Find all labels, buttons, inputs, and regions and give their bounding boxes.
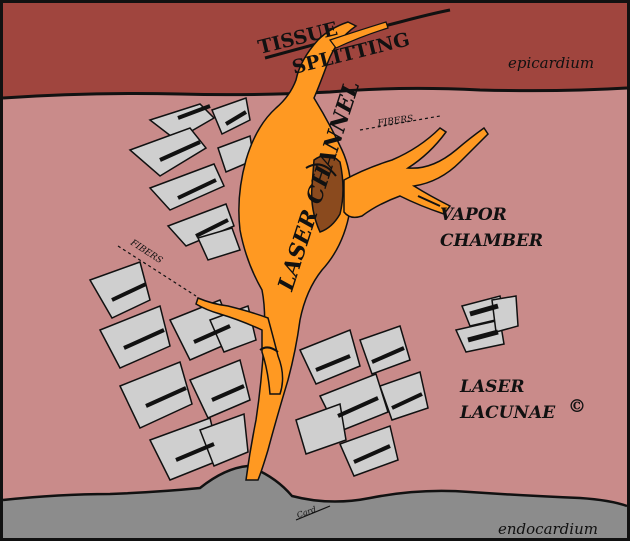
vapor-chamber-label-line1: VAPOR xyxy=(440,205,507,225)
endocardium-label: endocardium xyxy=(498,520,598,538)
laser-lacunae-label-line2: LACUNAE xyxy=(459,403,556,423)
laser-lacunae-label-line1: LASER xyxy=(459,377,525,397)
epicardium-label: epicardium xyxy=(508,54,594,72)
vapor-chamber-label-line2: CHAMBER xyxy=(440,231,543,251)
copyright-mark: © xyxy=(568,396,586,417)
